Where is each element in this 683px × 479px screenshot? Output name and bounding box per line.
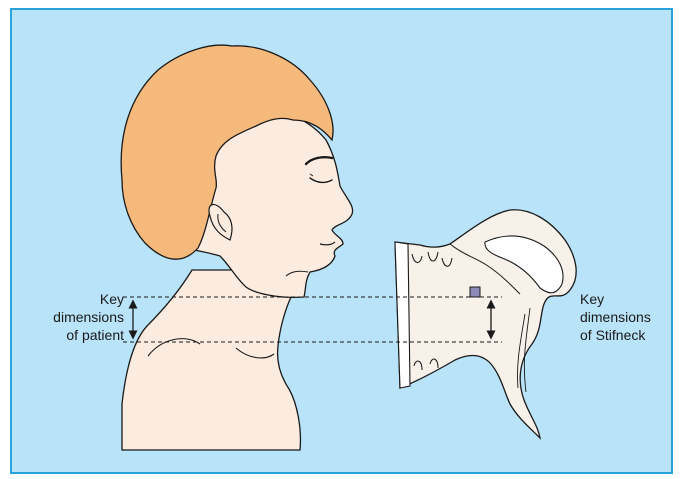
patient-label-line1: Key	[24, 290, 124, 308]
stifneck-label-line3: of Stifneck	[580, 326, 670, 344]
diagram-canvas	[10, 8, 673, 474]
collar-size-marker	[470, 287, 480, 297]
stifneck-label-line1: Key	[580, 290, 670, 308]
diagram-frame: Key dimensions of patient Key dimensions…	[10, 8, 673, 474]
patient-label-line3: of patient	[24, 326, 124, 344]
stifneck-label-line2: dimensions	[580, 308, 670, 326]
stifneck-dimensions-label: Key dimensions of Stifneck	[580, 290, 670, 344]
patient-label-line2: dimensions	[24, 308, 124, 326]
patient-dimensions-label: Key dimensions of patient	[24, 290, 124, 344]
